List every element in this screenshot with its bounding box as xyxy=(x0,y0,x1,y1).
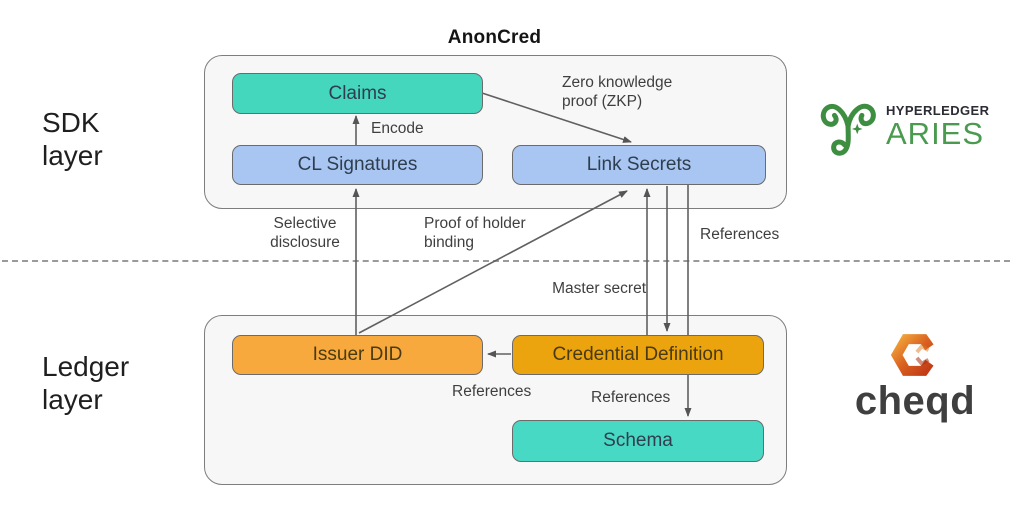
node-credential-definition: Credential Definition xyxy=(512,335,764,375)
edge-proof-of-holder-binding xyxy=(358,190,628,334)
layer-divider-dashed-line xyxy=(2,260,1010,262)
node-claims: Claims xyxy=(232,73,483,114)
label-zero-knowledge-proof: Zero knowledge proof (ZKP) xyxy=(562,74,673,110)
hyperledger-aries-logo: HYPERLEDGER ARIES xyxy=(818,94,989,160)
node-link-secrets: Link Secrets xyxy=(512,145,766,185)
node-schema: Schema xyxy=(512,420,764,462)
aries-product-text: ARIES xyxy=(886,116,985,152)
label-encode: Encode xyxy=(371,120,424,137)
aries-brand-text: HYPERLEDGER xyxy=(886,103,990,119)
node-cl-signatures: CL Signatures xyxy=(232,145,483,185)
node-issuer-did: Issuer DID xyxy=(232,335,483,375)
label-master-secret: Master secret xyxy=(552,280,646,297)
cheqd-wordmark: cheqd xyxy=(854,379,976,423)
label-proof-of-holder-binding: Proof of holder binding xyxy=(424,215,526,251)
ledger-layer-label: Ledger layer xyxy=(42,351,130,415)
label-references-link-secrets: References xyxy=(700,226,780,243)
aries-ram-icon xyxy=(820,103,876,156)
edge-zkp xyxy=(481,92,632,143)
label-references-issuer-did: References xyxy=(452,383,532,400)
diagram-title: AnonCred xyxy=(447,27,542,48)
sdk-layer-label: SDK layer xyxy=(42,107,103,171)
cheqd-logo: cheqd xyxy=(845,330,985,421)
label-references-schema: References xyxy=(591,389,671,406)
label-selective-disclosure: Selective disclosure xyxy=(270,215,340,251)
cheqd-hexagon-icon xyxy=(890,334,934,376)
